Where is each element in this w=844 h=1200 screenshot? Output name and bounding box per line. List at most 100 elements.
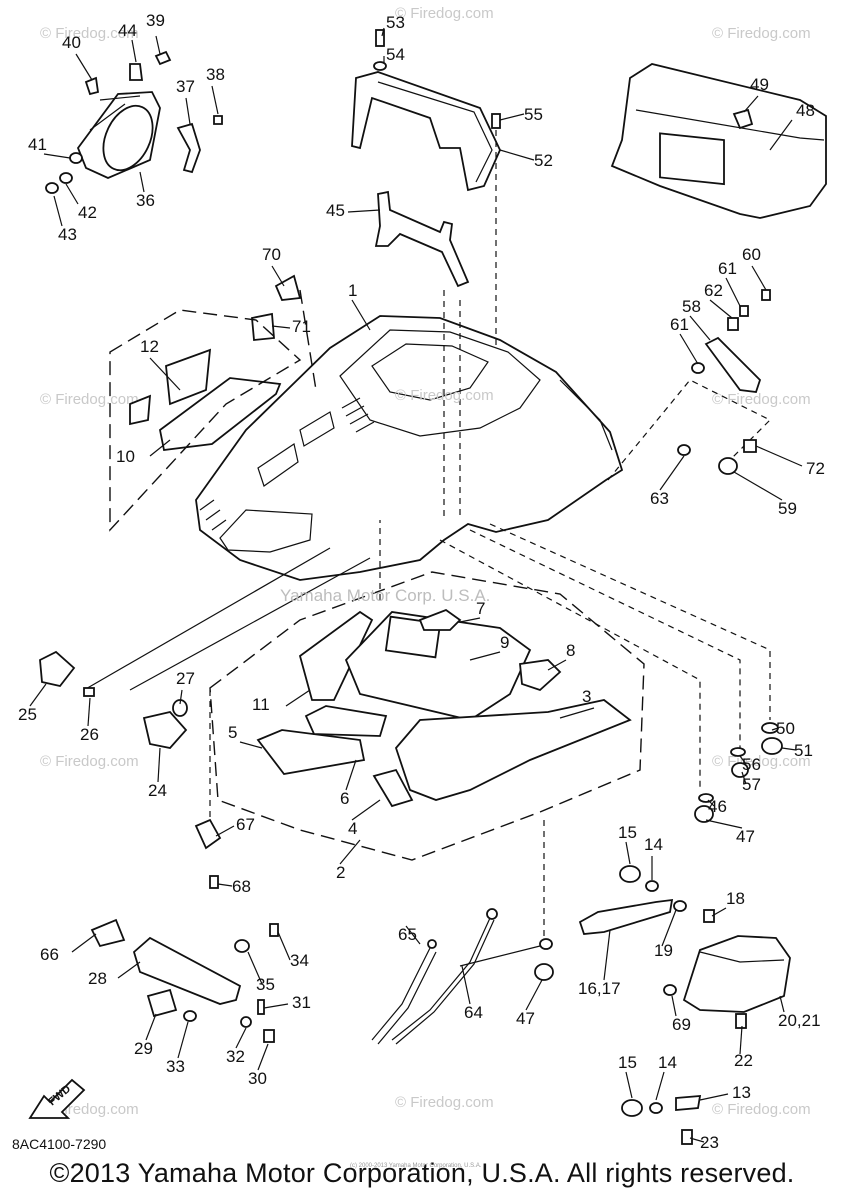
callout-label: 48 [796, 101, 815, 120]
under-hood-parts [256, 608, 632, 808]
leader-line [781, 747, 797, 751]
leader-line [43, 153, 71, 159]
callout-label: 71 [292, 317, 311, 336]
watermark: © Firedog.com [395, 5, 494, 22]
callout-label: 44 [118, 21, 137, 40]
callout-label: 37 [176, 77, 195, 96]
leader-line [149, 439, 171, 457]
callout-labels: 123456789101112131414151516,17181920,212… [18, 11, 825, 1152]
callout-label: 26 [80, 725, 99, 744]
leader-line [779, 995, 785, 1013]
callout-label: 54 [386, 45, 405, 64]
callout-label: 60 [742, 245, 761, 264]
part-20-housing [682, 935, 791, 1013]
callout-label: 5 [228, 723, 237, 742]
callout-label: 8 [566, 641, 575, 660]
leader-line [709, 299, 733, 319]
callout-label: 6 [340, 789, 349, 808]
part-25-bracket [39, 650, 76, 688]
leader-line [707, 799, 715, 807]
leader-line [559, 707, 595, 719]
leader-line [739, 1025, 743, 1055]
callout-label: 30 [248, 1069, 267, 1088]
watermark: © Firedog.com [395, 1094, 494, 1111]
part-16-stay [578, 898, 674, 935]
callout-label: 47 [516, 1009, 535, 1028]
leader-line [625, 1071, 633, 1099]
leader-line [29, 683, 47, 707]
callout-label: 19 [654, 941, 673, 960]
leader-line [625, 841, 631, 865]
callout-label: 61 [718, 259, 737, 278]
callout-label: 16,17 [578, 979, 621, 998]
callout-label: 20,21 [778, 1011, 821, 1030]
leader-line [661, 909, 677, 947]
callout-label: 68 [232, 877, 251, 896]
leader-line [75, 53, 93, 81]
callout-label: 70 [262, 245, 281, 264]
leader-line [179, 689, 183, 705]
leader-line [177, 1021, 189, 1059]
assembly-outline-left [109, 289, 317, 532]
leader-line [525, 979, 543, 1011]
leader-line [247, 951, 263, 985]
leader-line [347, 209, 381, 213]
small-hardware-top-center [373, 29, 501, 129]
callout-label: 13 [732, 1083, 751, 1102]
leader-line [679, 333, 699, 365]
callout-label: 40 [62, 33, 81, 52]
leader-line [271, 325, 291, 329]
part-48-cover [610, 63, 827, 219]
leader-line [185, 97, 191, 125]
part-52-duct [351, 71, 501, 192]
callout-label: 58 [682, 297, 701, 316]
callout-label: 42 [78, 203, 97, 222]
callout-label: 12 [140, 337, 159, 356]
part-10-pad [159, 377, 282, 451]
part-66-decal [90, 918, 126, 948]
callout-label: 22 [734, 1051, 753, 1070]
callout-label: 38 [206, 65, 225, 84]
leader-line [65, 183, 79, 205]
leader-line [257, 1043, 269, 1071]
leader-line [215, 825, 235, 837]
assembly-outline-2 [209, 571, 645, 861]
leader-line [755, 445, 803, 467]
part-49-clip [732, 108, 754, 130]
watermark: © Firedog.com [712, 25, 811, 42]
small-copyright: (c) 2000-2013 Yamaha Motor Corporation, … [350, 1163, 482, 1169]
callout-label: 10 [116, 447, 135, 466]
leader-line [689, 315, 711, 341]
callout-label: 57 [742, 775, 761, 794]
callout-label: 33 [166, 1057, 185, 1076]
callout-label: 24 [148, 781, 167, 800]
leader-line [157, 747, 161, 783]
callout-label: 46 [708, 797, 727, 816]
callout-label: 23 [700, 1133, 719, 1152]
leader-line [739, 755, 747, 765]
callout-label: 27 [176, 669, 195, 688]
callout-label: 49 [750, 75, 769, 94]
leader-line [53, 195, 63, 227]
callout-label: 32 [226, 1047, 245, 1066]
callout-label: 14 [658, 1053, 677, 1072]
watermark-mid: © Firedog.com [395, 387, 494, 404]
leader-line [351, 799, 381, 821]
fwd-arrow: FWD [28, 1078, 86, 1119]
leader-line [277, 931, 291, 961]
leader-line [145, 1013, 157, 1041]
part-code: 8AC4100-7290 [12, 1136, 107, 1152]
callout-label: 39 [146, 11, 165, 30]
watermark: © Firedog.com [40, 25, 139, 42]
leader-line [239, 741, 263, 749]
callout-label: 34 [290, 951, 309, 970]
leader-line [149, 357, 181, 391]
callout-label: 14 [644, 835, 663, 854]
leader-line [235, 1027, 247, 1049]
part-6-pad [304, 705, 388, 737]
leader-line [769, 119, 793, 151]
callout-label: 15 [618, 1053, 637, 1072]
callout-label: 31 [292, 993, 311, 1012]
callout-label: 63 [650, 489, 669, 508]
